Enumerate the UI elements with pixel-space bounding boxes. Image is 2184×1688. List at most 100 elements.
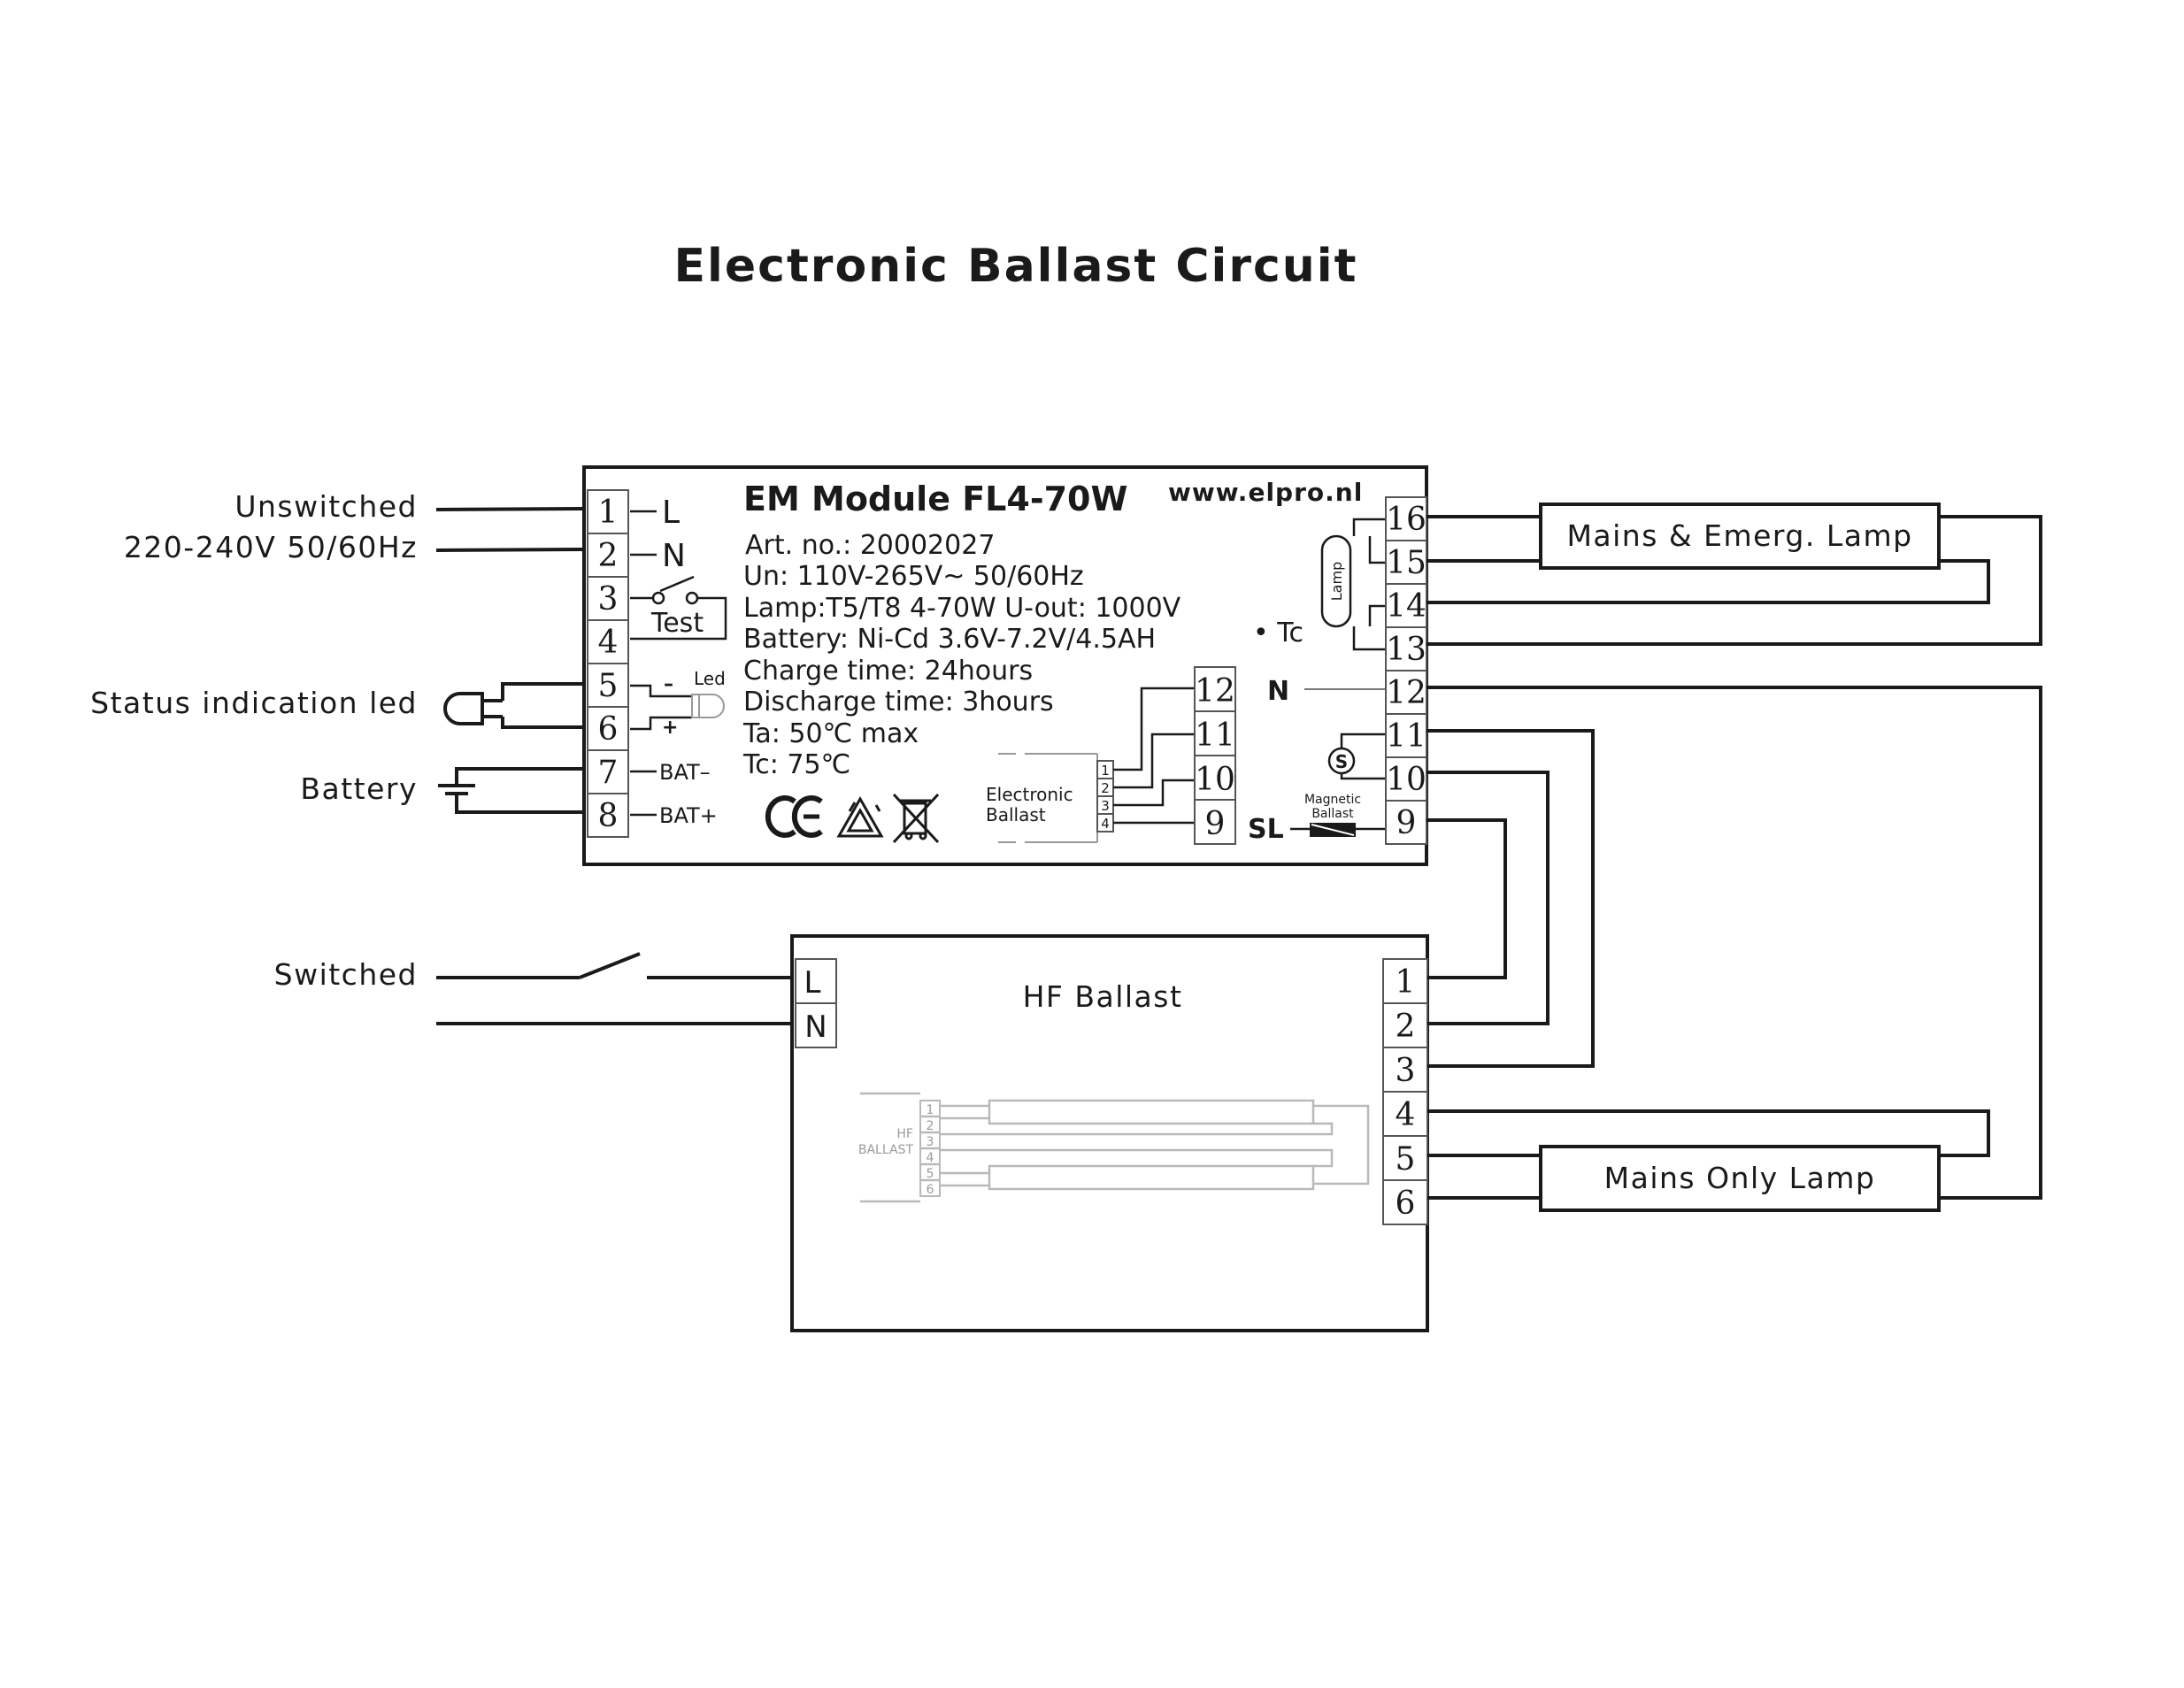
eb-pin-4: 4 — [1101, 816, 1110, 832]
magnetic-ballast-icon: Magnetic Ballast — [1290, 793, 1386, 837]
em-inner-terminal-12: 12 — [1195, 673, 1235, 710]
right-wiring — [1427, 515, 2042, 1200]
label-switched: Switched — [274, 957, 418, 992]
left-labels: Unswitched 220-240V 50/60Hz Status indic… — [90, 489, 418, 992]
spec-battery: Battery: Ni-Cd 3.6V-7.2V/4.5AH — [743, 624, 1156, 655]
em-terminal-1: 1 — [598, 495, 619, 531]
em-right-terminal-block: 16 15 14 13 12 11 10 9 — [1385, 496, 1427, 845]
hf-inset-label-2: BALLAST — [858, 1143, 914, 1157]
hf-inset-pin-6: 6 — [927, 1183, 934, 1197]
hf-terminal-n: N — [804, 1009, 827, 1045]
internal-led-icon: Led – + — [630, 668, 726, 739]
lamp-label: Lamp — [1328, 562, 1345, 601]
bat-minus-label: BAT– — [659, 760, 711, 785]
magnetic-label-1: Magnetic — [1304, 793, 1361, 807]
electronic-ballast-label-2: Ballast — [986, 804, 1046, 825]
em-label-l: L — [662, 495, 680, 531]
spec-discharge-time: Discharge time: 3hours — [743, 687, 1054, 717]
em-terminal-4: 4 — [598, 625, 619, 661]
em-inner-terminal-9: 9 — [1205, 806, 1226, 842]
em-terminal-5: 5 — [598, 668, 619, 704]
weee-bin-icon — [892, 793, 940, 844]
em-module-website: www.elpro.nl — [1168, 478, 1363, 507]
hf-input-terminals: L N — [795, 958, 837, 1048]
sl-label: SL — [1248, 814, 1284, 845]
em-terminal-14: 14 — [1386, 588, 1427, 625]
em-terminal-7: 7 — [598, 755, 619, 791]
led-label: Led — [694, 668, 726, 689]
supply-wires — [435, 507, 585, 552]
spec-art-no: Art. no.: 20002027 — [745, 530, 995, 561]
recycle-icon — [836, 795, 884, 838]
hf-terminal-2: 2 — [1396, 1009, 1416, 1045]
led-minus: – — [664, 673, 673, 695]
mains-emergency-lamp: Mains & Emerg. Lamp — [1539, 503, 1941, 570]
em-terminal-15: 15 — [1386, 545, 1427, 581]
em-left-terminal-block: 1 2 3 4 5 6 7 8 — [587, 489, 629, 838]
magnetic-label-2: Ballast — [1311, 807, 1354, 821]
hf-inset-pin-2: 2 — [927, 1119, 934, 1133]
mains-emergency-lamp-label: Mains & Emerg. Lamp — [1566, 518, 1912, 553]
label-unswitched: Unswitched — [235, 489, 418, 524]
em-module-name: EM Module FL4-70W — [743, 480, 1127, 518]
hf-ballast-name: HF Ballast — [1023, 979, 1183, 1014]
mains-only-lamp-label: Mains Only Lamp — [1604, 1161, 1876, 1195]
label-supply: 220-240V 50/60Hz — [124, 530, 418, 564]
hf-inset-pin-5: 5 — [927, 1167, 934, 1181]
em-terminal-10: 10 — [1386, 762, 1427, 798]
hf-terminal-1: 1 — [1396, 964, 1416, 1001]
label-status-led: Status indication led — [90, 686, 418, 720]
test-switch-icon: Test — [630, 575, 727, 641]
mains-only-lamp: Mains Only Lamp — [1539, 1145, 1941, 1212]
tc-label: • Tc — [1253, 618, 1303, 648]
diagram-title: Electronic Ballast Circuit — [674, 240, 1358, 293]
hf-terminal-4: 4 — [1396, 1097, 1416, 1133]
spec-ta: Ta: 50℃ max — [742, 718, 919, 749]
eb-pin-2: 2 — [1101, 780, 1110, 796]
led-plus: + — [662, 717, 678, 739]
spec-tc: Tc: 75℃ — [742, 749, 850, 780]
spec-lamp: Lamp:T5/T8 4-70W U-out: 1000V — [743, 593, 1181, 624]
em-terminal-13: 13 — [1386, 632, 1427, 668]
eb-pin-3: 3 — [1101, 798, 1110, 814]
em-inner-terminal-block: 12 11 10 9 — [1194, 666, 1236, 845]
bat-plus-label: BAT+ — [659, 803, 718, 828]
em-terminal-2: 2 — [598, 538, 619, 574]
n-label: N — [1267, 676, 1289, 707]
hf-ballast: HF Ballast L N 1 2 3 4 5 6 HF BALLAST — [790, 934, 1429, 1332]
spec-charge-time: Charge time: 24hours — [743, 656, 1033, 687]
switched-supply — [436, 952, 792, 1025]
switch-icon — [579, 952, 641, 979]
electronic-ballast-label-1: Electronic — [986, 784, 1073, 805]
em-inner-terminal-11: 11 — [1195, 717, 1235, 754]
hf-inset-schematic: HF BALLAST 1 2 3 4 5 6 — [858, 1092, 1370, 1203]
em-terminal-3: 3 — [598, 581, 619, 618]
battery-icon — [438, 767, 584, 814]
em-module: EM Module FL4-70W www.elpro.nl Art. no.:… — [582, 465, 1428, 866]
test-label: Test — [650, 608, 704, 639]
hf-output-terminals: 1 2 3 4 5 6 — [1382, 958, 1428, 1225]
spec-input-voltage: Un: 110V-265V~ 50/60Hz — [743, 561, 1084, 592]
electronic-ballast-section: Electronic Ballast 1 2 3 4 — [986, 687, 1195, 843]
hf-terminal-6: 6 — [1396, 1185, 1416, 1222]
eb-pin-1: 1 — [1101, 763, 1110, 779]
hf-inset-label-1: HF — [896, 1127, 913, 1141]
ce-mark-icon — [765, 795, 823, 838]
starter-icon: S — [1327, 733, 1386, 780]
s-label: S — [1335, 751, 1348, 772]
status-led-icon — [443, 682, 584, 729]
em-label-n: N — [662, 538, 686, 574]
em-inner-terminal-10: 10 — [1195, 762, 1235, 798]
hf-terminal-l: L — [804, 965, 821, 1001]
em-terminal-12: 12 — [1386, 675, 1427, 711]
label-battery: Battery — [300, 771, 418, 806]
em-terminal-16: 16 — [1386, 502, 1427, 538]
hf-inset-pin-4: 4 — [927, 1151, 934, 1165]
hf-terminal-5: 5 — [1396, 1141, 1416, 1178]
hf-inset-pin-3: 3 — [927, 1135, 934, 1149]
em-terminal-8: 8 — [598, 798, 619, 834]
em-lamp-icon: Lamp — [1320, 518, 1386, 651]
em-terminal-6: 6 — [598, 711, 619, 748]
em-module-specs: Art. no.: 20002027 Un: 110V-265V~ 50/60H… — [742, 530, 1181, 780]
